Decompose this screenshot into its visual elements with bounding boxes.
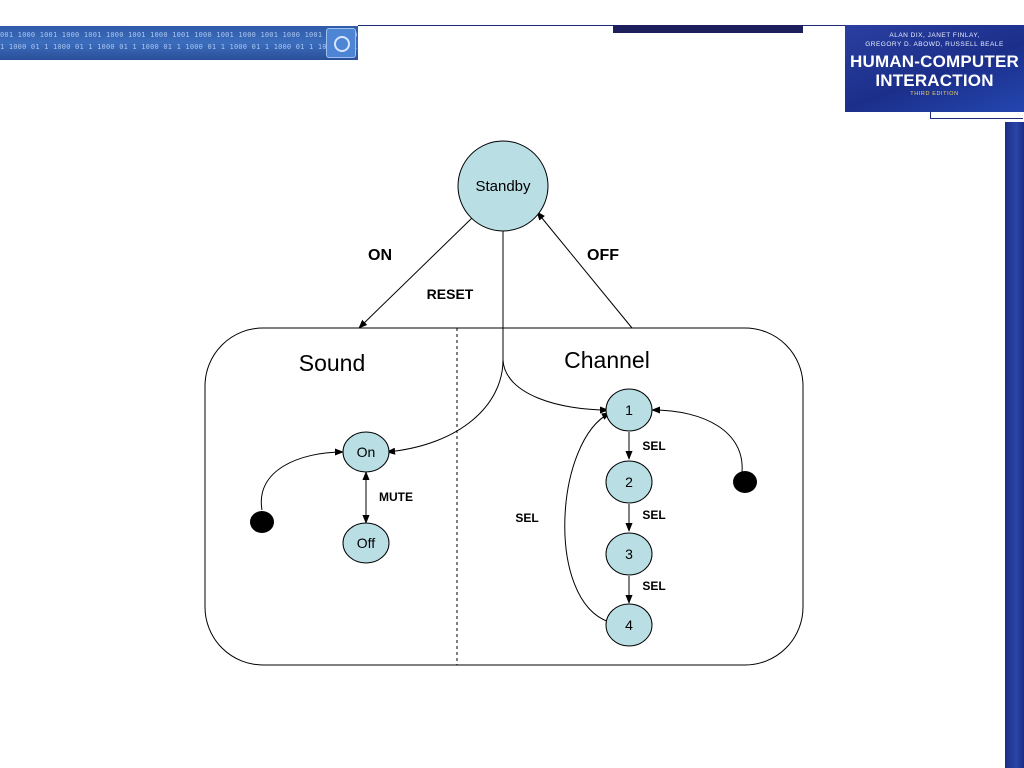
binary-text-row: 1 1000 01 1 1000 01 1 1000 01 1 1000 01 … [0, 43, 358, 51]
binary-header-strip: 001 1000 1001 1000 1001 1000 1001 1000 1… [0, 26, 358, 60]
on-transition-label: ON [368, 247, 392, 264]
book-title: HUMAN-COMPUTER INTERACTION [845, 52, 1024, 90]
binary-text-row: 001 1000 1001 1000 1001 1000 1001 1000 1… [0, 31, 358, 39]
sel-label-4-1: SEL [515, 511, 538, 525]
channel-1-state [605, 388, 653, 432]
channel-2-state-label: 2 [625, 474, 633, 490]
standby-state [457, 140, 549, 232]
authors-line: ALAN DIX, JANET FINLAY, [889, 32, 980, 39]
sound-default-transition-arrow [260, 448, 344, 511]
standby-state-label: Standby [475, 178, 531, 195]
channel-default-transition-arrow [651, 406, 743, 473]
on-transition-arrow [358, 216, 474, 329]
channel-region-label: Channel [564, 347, 650, 373]
title-line: HUMAN-COMPUTER [849, 52, 1019, 71]
sound-off-state-label: Off [357, 535, 376, 551]
channel-initial-dot [733, 471, 757, 493]
channel-4-state [605, 603, 653, 647]
channel-1-state-label: 1 [625, 402, 633, 418]
book-edition: THIRD EDITION [910, 91, 959, 97]
channel-3-state-label: 3 [625, 546, 633, 562]
book-authors: ALAN DIX, JANET FINLAY, GREGORY D. ABOWD… [845, 31, 1024, 49]
sel-label-3-4: SEL [642, 579, 665, 593]
sound-on-state [342, 431, 390, 473]
sel-label-1-2: SEL [642, 439, 665, 453]
sound-off-state [342, 522, 390, 564]
sound-region-label: Sound [299, 350, 366, 376]
sel-4-to-1-arrow [564, 412, 611, 623]
title-line: INTERACTION [875, 71, 994, 90]
channel-3-state [605, 532, 653, 576]
mute-transition-label: MUTE [379, 490, 413, 504]
tv-superstate-box [204, 327, 804, 666]
sel-label-2-3: SEL [642, 508, 665, 522]
emblem-icon [326, 28, 356, 58]
reset-transition-label: RESET [427, 286, 474, 302]
right-edge-bar [1005, 122, 1024, 768]
book-cover: ALAN DIX, JANET FINLAY, GREGORY D. ABOWD… [845, 25, 1024, 112]
off-transition-arrow [536, 211, 633, 329]
header-rule [358, 25, 846, 26]
header-accent-bar [613, 25, 803, 33]
cover-bracket [930, 112, 1023, 119]
channel-2-state [605, 460, 653, 504]
sound-initial-dot [250, 511, 274, 533]
channel-4-state-label: 4 [625, 617, 633, 633]
off-transition-label: OFF [587, 247, 619, 264]
reset-to-sound-on-arrow [386, 359, 504, 455]
sound-on-state-label: On [357, 444, 376, 460]
reset-to-channel-1-arrow [502, 359, 609, 414]
authors-line: GREGORY D. ABOWD, RUSSELL BEALE [865, 41, 1004, 48]
